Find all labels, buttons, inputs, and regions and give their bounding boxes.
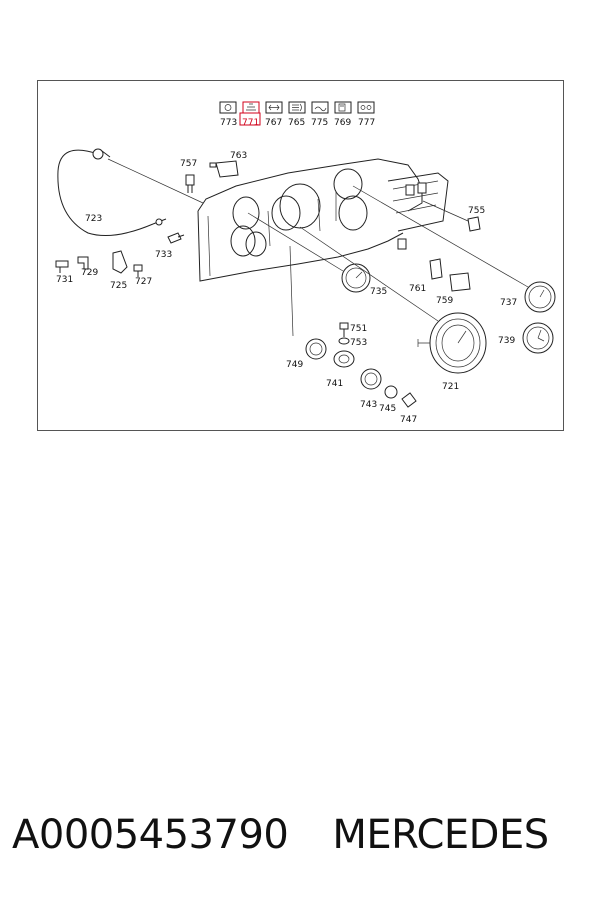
label-747: 747 bbox=[400, 415, 417, 425]
icon-box-777[interactable] bbox=[357, 101, 375, 114]
label-751: 751 bbox=[350, 324, 367, 334]
parts-diagram: 773 771 767 765 775 769 777 723 757 763 bbox=[37, 80, 564, 431]
fan-icon-a bbox=[360, 105, 366, 110]
bulb-socket-757 bbox=[185, 174, 195, 193]
gauge-737 bbox=[352, 185, 556, 313]
highlight-box-771 bbox=[239, 112, 261, 126]
speedometer-cable-723 bbox=[57, 148, 204, 237]
ring-749 bbox=[289, 245, 327, 360]
label-755: 755 bbox=[468, 206, 485, 216]
leader-723 bbox=[107, 158, 204, 204]
label-725: 725 bbox=[110, 281, 127, 291]
label-757: 757 bbox=[180, 159, 197, 169]
gauge-735 bbox=[247, 212, 371, 293]
clock-739 bbox=[522, 322, 554, 354]
label-765: 765 bbox=[288, 118, 305, 128]
label-733: 733 bbox=[155, 250, 172, 260]
icon-strip bbox=[219, 101, 375, 126]
knob-747 bbox=[401, 392, 417, 408]
label-741: 741 bbox=[326, 379, 343, 389]
label-773: 773 bbox=[220, 118, 237, 128]
instrument-cluster-housing bbox=[197, 158, 449, 282]
battery-icon bbox=[246, 103, 256, 111]
label-721: 721 bbox=[442, 382, 459, 392]
switch-741 bbox=[333, 350, 355, 368]
label-753: 753 bbox=[350, 338, 367, 348]
label-769: 769 bbox=[334, 118, 351, 128]
label-727: 727 bbox=[135, 277, 152, 287]
switch-slot-a bbox=[405, 184, 415, 196]
washer-753 bbox=[338, 337, 350, 345]
label-737: 737 bbox=[500, 298, 517, 308]
label-763: 763 bbox=[230, 151, 247, 161]
label-749: 749 bbox=[286, 360, 303, 370]
label-777: 777 bbox=[358, 118, 375, 128]
screw-727 bbox=[133, 264, 143, 277]
icon-box-769[interactable] bbox=[334, 101, 352, 114]
leader-755 bbox=[422, 200, 469, 222]
switch-761 bbox=[429, 258, 443, 280]
caption: A0005453790 MERCEDES bbox=[12, 805, 592, 865]
label-745: 745 bbox=[379, 404, 396, 414]
label-771: 771 bbox=[242, 118, 259, 128]
fuel-icon bbox=[338, 103, 346, 112]
label-743: 743 bbox=[360, 400, 377, 410]
screw-751 bbox=[339, 322, 349, 337]
oil-icon bbox=[314, 106, 327, 112]
label-735: 735 bbox=[370, 287, 387, 297]
label-759: 759 bbox=[436, 296, 453, 306]
switch-slot-c bbox=[397, 238, 407, 250]
label-775: 775 bbox=[311, 118, 328, 128]
label-739: 739 bbox=[498, 336, 515, 346]
ring-743 bbox=[360, 368, 382, 390]
lamp-icon bbox=[224, 104, 232, 111]
headlamp-icon bbox=[292, 103, 302, 112]
clip-731 bbox=[55, 260, 69, 273]
label-729: 729 bbox=[81, 268, 98, 278]
label-731: 731 bbox=[56, 275, 73, 285]
holder-725 bbox=[112, 250, 128, 274]
switch-755 bbox=[467, 216, 481, 232]
part-number: A0005453790 bbox=[12, 812, 289, 858]
turn-signal-icon bbox=[268, 104, 280, 111]
warning-lamp-763 bbox=[209, 160, 239, 178]
fan-icon-b bbox=[366, 105, 372, 110]
bracket-729 bbox=[77, 256, 89, 270]
speedometer-721 bbox=[299, 226, 487, 374]
brand-name: MERCEDES bbox=[332, 812, 549, 858]
switch-759 bbox=[449, 272, 471, 292]
label-761: 761 bbox=[409, 284, 426, 294]
switch-slot-b bbox=[417, 182, 427, 194]
screw-733 bbox=[167, 232, 185, 244]
icon-box-773[interactable] bbox=[219, 101, 237, 114]
label-767: 767 bbox=[265, 118, 282, 128]
ring-745 bbox=[384, 385, 398, 399]
label-723: 723 bbox=[85, 214, 102, 224]
exploded-view-drawing: 773 771 767 765 775 769 777 723 757 763 bbox=[55, 101, 556, 425]
